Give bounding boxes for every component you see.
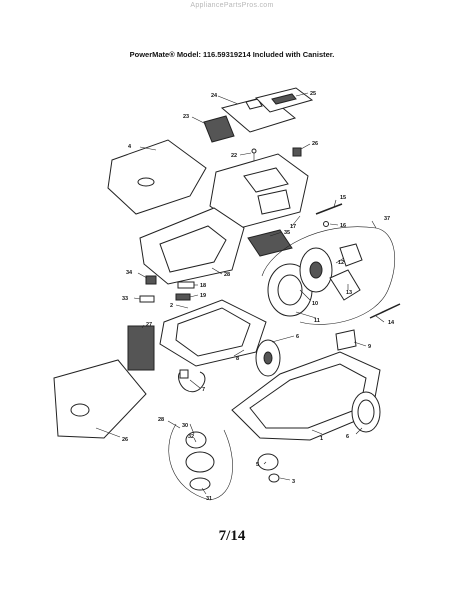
frame-part-8 <box>159 299 267 367</box>
callout-30: 30 <box>182 423 188 429</box>
callout-6-top: 6 <box>296 334 299 340</box>
filter-part-35 <box>247 229 293 257</box>
part-18 <box>177 281 195 289</box>
clip-part-16 <box>323 221 329 227</box>
callout-19: 19 <box>200 293 206 299</box>
callout-9: 9 <box>368 344 371 350</box>
callout-15: 15 <box>340 195 346 201</box>
callout-28-top: 28 <box>224 272 230 278</box>
callout-2: 2 <box>170 303 173 309</box>
callout-28-reel: 28 <box>158 417 164 423</box>
filter-part-27 <box>127 325 155 371</box>
part-19 <box>175 293 191 301</box>
callout-16: 16 <box>340 223 346 229</box>
callout-22: 22 <box>231 153 237 159</box>
callout-31: 31 <box>206 496 212 502</box>
latch-part-33 <box>139 295 155 303</box>
rod-part-15 <box>315 203 343 215</box>
callout-8: 8 <box>236 356 239 362</box>
latch-part-34 <box>145 275 157 285</box>
callout-26-bag: 26 <box>122 437 128 443</box>
callout-37: 37 <box>384 216 390 222</box>
rod-part-14 <box>369 303 401 319</box>
wheel-part-6-right <box>351 391 381 433</box>
callout-34: 34 <box>126 270 133 276</box>
callout-6-bottom: 6 <box>346 434 349 440</box>
callout-24: 24 <box>211 93 218 99</box>
diagram-header: PowerMate® Model: 116.59319214 Included … <box>129 50 335 59</box>
callout-33: 33 <box>122 296 128 302</box>
callout-3: 3 <box>292 479 295 485</box>
callout-13: 13 <box>346 290 352 296</box>
callout-18: 18 <box>200 283 206 289</box>
cord-part-7 <box>178 369 206 393</box>
dust-bag-part-26 <box>53 359 147 439</box>
callout-14: 14 <box>388 320 395 326</box>
callout-4: 4 <box>128 144 132 150</box>
upper-housing-part-17 <box>209 153 309 229</box>
page-number: 7/14 <box>218 528 246 544</box>
bracket-part-9 <box>335 329 357 351</box>
filter-part-23 <box>203 115 235 143</box>
callout-23: 23 <box>183 114 189 120</box>
callout-35: 35 <box>284 230 290 236</box>
lid-part-4 <box>107 139 207 215</box>
bumper-part-28 <box>139 207 245 285</box>
callout-11: 11 <box>314 318 320 324</box>
handle-part-25 <box>255 87 314 113</box>
part-5 <box>257 453 279 471</box>
part-3 <box>268 473 280 483</box>
screw-part-22 <box>251 148 257 166</box>
wheel-part-6 <box>255 339 281 377</box>
callout-17: 17 <box>290 224 296 230</box>
callout-12: 12 <box>338 260 344 266</box>
callout-labels: 24 25 23 4 26 22 17 15 16 37 35 28 34 18… <box>122 91 395 502</box>
callout-5: 5 <box>256 462 259 468</box>
motor-assembly-part-37 <box>261 226 396 325</box>
cord-reel-group-29 <box>168 423 233 501</box>
callout-10: 10 <box>312 301 318 307</box>
callout-26-top: 26 <box>312 141 318 147</box>
callout-27: 27 <box>146 322 152 328</box>
leader-lines <box>95 92 385 495</box>
callout-7: 7 <box>202 387 205 393</box>
callout-32: 32 <box>188 434 194 440</box>
button-part-26 <box>292 147 302 157</box>
callout-25: 25 <box>310 91 316 97</box>
watermark: AppliancePartsPros.com <box>190 2 274 9</box>
canister-body-part-1 <box>231 351 381 441</box>
callout-1: 1 <box>320 436 323 442</box>
